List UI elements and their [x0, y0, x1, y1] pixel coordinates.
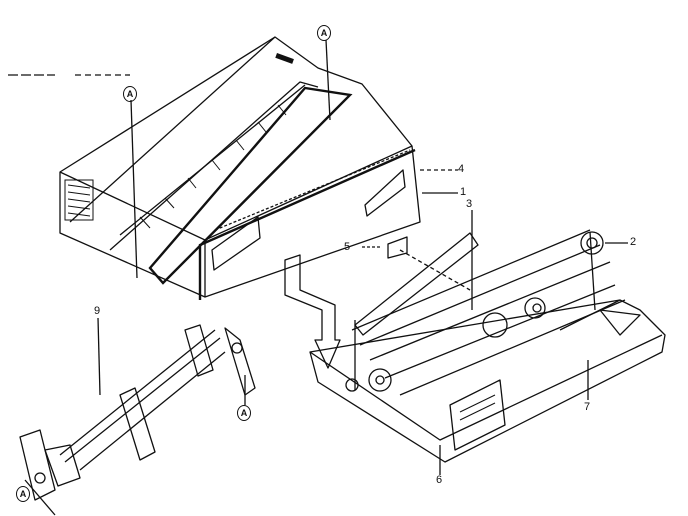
callout-part-9: 9 [94, 305, 101, 317]
callout-part-6: 6 [436, 474, 443, 486]
reference-a-tractor-right: A [237, 405, 251, 421]
callout-part-2: 2 [630, 236, 637, 248]
reference-a-tractor-left: A [16, 486, 30, 502]
callout-part-1: 1 [460, 186, 467, 198]
reference-a-cover-left: A [123, 86, 137, 102]
callout-part-3: 3 [466, 198, 473, 210]
callout-part-7: 7 [584, 401, 591, 413]
paper-insert-arrow [284, 254, 341, 369]
printer-mechanism [309, 229, 666, 463]
ribbon-plate [354, 232, 479, 336]
top-cover [59, 36, 421, 300]
reference-a-cover-right: A [317, 25, 331, 41]
callout-part-5: 5 [344, 241, 351, 253]
leader-lines [97, 39, 628, 475]
callout-part-4: 4 [458, 163, 465, 175]
tractor-unit [19, 324, 256, 516]
